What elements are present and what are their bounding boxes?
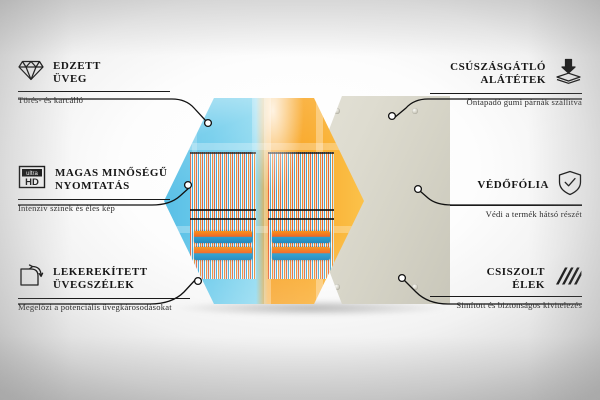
ultra-hd-badge-icon: ultra HD xyxy=(18,164,46,195)
feature-anti-slip-pads[interactable]: CSÚSZÁSGÁTLÓ ALÁTÉTEK Öntapadó gumi párn… xyxy=(430,58,582,108)
feature-subtitle: Törés- és karcálló xyxy=(18,95,84,105)
diagonal-hatch-icon xyxy=(554,265,582,292)
press-stack-icon xyxy=(555,58,582,89)
glass-highlight-spot xyxy=(252,98,304,193)
feature-protective-film[interactable]: VÉDŐFÓLIA Védi a termék hátsó részét xyxy=(450,170,582,220)
product-drop-shadow xyxy=(176,300,446,316)
anti-slip-pad-top-left xyxy=(334,108,340,114)
anti-slip-pad-bottom-left xyxy=(334,284,340,290)
feature-title: EDZETT ÜVEG xyxy=(53,60,101,85)
feature-rounded-glass-edges[interactable]: LEKEREKÍTETT ÜVEGSZÉLEK Megelőzi a poten… xyxy=(18,263,190,313)
feature-high-quality-print[interactable]: ultra HD MAGAS MINŐSÉGŰ NYOMTATÁS Intenz… xyxy=(18,164,170,214)
feature-subtitle: Intenzív színek és éles kép xyxy=(18,203,116,213)
feature-subtitle: Megelőzi a potenciális üvegkárosodásokat xyxy=(18,302,172,312)
diamond-icon xyxy=(18,58,44,87)
feature-rule xyxy=(18,298,190,299)
feature-title: VÉDŐFÓLIA xyxy=(477,179,549,192)
feature-subtitle: Öntapadó gumi párnák szállítva xyxy=(466,97,582,107)
feature-rule xyxy=(18,199,170,200)
feature-title: CSISZOLT ÉLEK xyxy=(486,266,545,291)
anti-slip-pad-bottom-right xyxy=(412,284,418,290)
feature-title: MAGAS MINŐSÉGŰ NYOMTATÁS xyxy=(55,167,168,192)
feature-subtitle: Simított és biztonságos kivitelezés xyxy=(456,300,582,310)
feature-title: LEKEREKÍTETT ÜVEGSZÉLEK xyxy=(53,266,148,291)
rounded-corner-icon xyxy=(18,263,44,294)
shield-check-icon xyxy=(558,170,582,201)
feature-title: CSÚSZÁSGÁTLÓ ALÁTÉTEK xyxy=(450,61,546,86)
feature-polished-edges[interactable]: CSISZOLT ÉLEK Simított és biztonságos ki… xyxy=(430,265,582,311)
glass-panel-hexagon xyxy=(164,98,364,304)
anti-slip-pad-top-right xyxy=(412,108,418,114)
feature-rule xyxy=(430,296,582,297)
feature-rule xyxy=(430,93,582,94)
feature-subtitle: Védi a termék hátsó részét xyxy=(485,209,582,219)
product-image xyxy=(150,88,450,313)
feature-rule xyxy=(18,91,170,92)
svg-text:ultra: ultra xyxy=(26,171,38,177)
svg-text:HD: HD xyxy=(25,177,39,188)
feature-tempered-glass[interactable]: EDZETT ÜVEG Törés- és karcálló xyxy=(18,58,170,106)
feature-rule xyxy=(450,205,582,206)
